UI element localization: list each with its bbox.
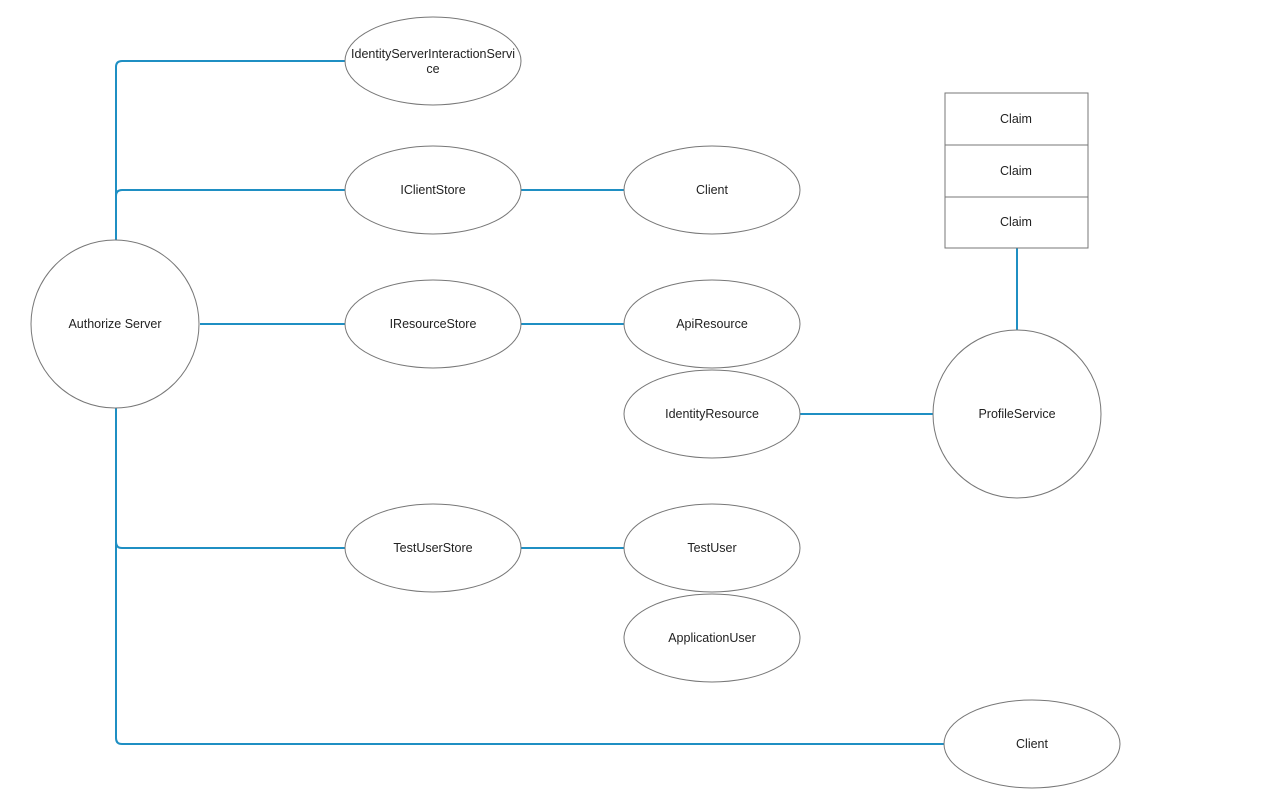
node-label: IdentityResource (665, 407, 759, 421)
node-profile-service: ProfileService (932, 329, 1102, 499)
node-resource-store: IResourceStore (344, 279, 522, 369)
node-label-line2: ce (426, 62, 439, 76)
node-interaction-service: IdentityServerInteractionServi ce (344, 16, 522, 106)
node-label: Authorize Server (68, 317, 161, 331)
node-label-line1: IdentityServerInteractionServi (351, 47, 515, 61)
claim-label: Claim (1000, 215, 1032, 229)
claim-box: Claim (944, 144, 1089, 198)
node-label: TestUserStore (393, 541, 472, 555)
claim-box: Claim (944, 196, 1089, 249)
edge-server-to-client-store (115, 189, 346, 197)
node-label: IResourceStore (390, 317, 477, 331)
claim-label: Claim (1000, 112, 1032, 126)
node-test-user: TestUser (623, 503, 801, 593)
edges (115, 60, 1018, 745)
claim-label: Claim (1000, 164, 1032, 178)
claims-stack: Claim Claim Claim (944, 92, 1089, 249)
node-label: ApplicationUser (668, 631, 756, 645)
node-authorize-server: Authorize Server (30, 239, 200, 409)
edge-server-to-test-user-store (115, 408, 346, 549)
node-test-user-store: TestUserStore (344, 503, 522, 593)
node-client-bottom: Client (943, 699, 1121, 789)
node-client: Client (623, 145, 801, 235)
node-label: TestUser (687, 541, 736, 555)
node-identity-resource: IdentityResource (623, 369, 801, 459)
node-label: ApiResource (676, 317, 748, 331)
node-label: Client (1016, 737, 1048, 751)
node-label: IClientStore (400, 183, 465, 197)
claim-box: Claim (944, 92, 1089, 146)
node-application-user: ApplicationUser (623, 593, 801, 683)
node-client-store: IClientStore (344, 145, 522, 235)
edge-server-to-interaction-service (115, 60, 346, 240)
node-label: Client (696, 183, 728, 197)
node-api-resource: ApiResource (623, 279, 801, 369)
node-label: ProfileService (978, 407, 1055, 421)
edge-server-to-client-bottom (115, 542, 945, 745)
